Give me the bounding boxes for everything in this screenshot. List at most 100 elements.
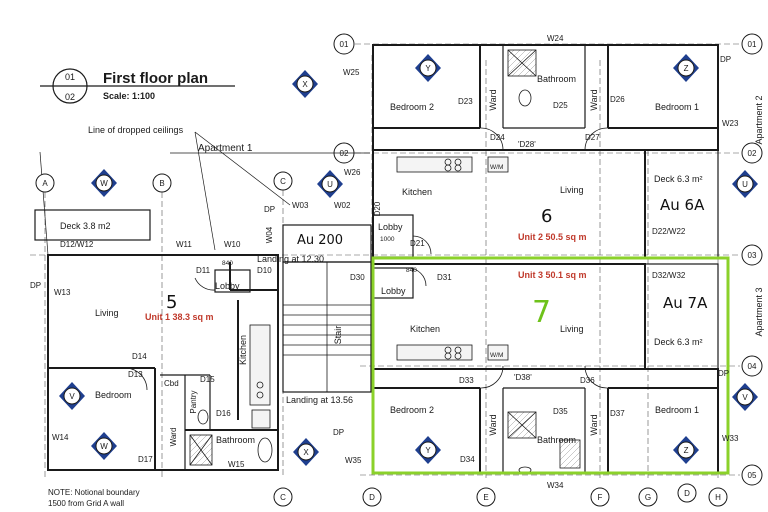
tag-D20: D20	[373, 201, 382, 216]
room-lobby-top: Lobby	[378, 222, 403, 232]
room-cbd: Cbd	[164, 379, 179, 388]
tag-W26: W26	[344, 168, 361, 177]
tag-D34: D34	[460, 455, 475, 464]
tag-W10: W10	[224, 240, 241, 249]
unit-1-area: Unit 1 38.3 sq m	[145, 312, 214, 322]
walls	[34, 44, 719, 474]
room-bedroom-2-top: Bedroom 2	[390, 102, 434, 112]
room-bathroom-top: Bathroom	[537, 74, 576, 84]
tag-D15: D15	[200, 375, 215, 384]
tag-D36: D36	[580, 376, 595, 385]
grid-bubble-A: A	[42, 179, 48, 188]
tag-D22W22: D22/W22	[652, 227, 686, 236]
room-bedroom-2-bottom: Bedroom 2	[390, 405, 434, 415]
grid-bubble-right-02: 02	[748, 149, 757, 158]
room-kitchen-top: Kitchen	[402, 187, 432, 197]
tag-D24: D24	[490, 133, 505, 142]
grid-bubble-D2: D	[684, 489, 690, 498]
landing-bottom: Landing at 13.56	[286, 395, 353, 405]
bathroom-fixtures	[189, 49, 581, 474]
grid-bubble-right-04: 04	[748, 362, 757, 371]
room-bathroom-left: Bathroom	[216, 435, 255, 445]
tag-W25: W25	[343, 68, 360, 77]
title-block: 01 02 First floor plan Scale: 1:100	[40, 68, 235, 104]
tag-W03: W03	[292, 201, 309, 210]
grid-lines	[30, 43, 740, 478]
grid-bubble-right-05: 05	[748, 471, 757, 480]
landing-top: Landing at 12.30	[257, 254, 324, 264]
room-labels: Bedroom 2 Bathroom Ward Ward Bedroom 1 K…	[60, 74, 703, 446]
grid-bubble-B: B	[159, 179, 164, 188]
tag-W24: W24	[547, 34, 564, 43]
stair-label: Stair	[333, 326, 343, 345]
svg-text:Y: Y	[425, 446, 431, 455]
marker-V-right: V	[742, 393, 748, 402]
drawing-title: First floor plan	[103, 70, 208, 87]
grid-bubble-G: G	[645, 493, 651, 502]
tag-D32W32: D32/W32	[652, 271, 686, 280]
tag-DP-4: DP	[333, 428, 344, 437]
room-lobby-left: Lobby	[215, 281, 240, 291]
marker-W-top: W	[100, 179, 108, 188]
marker-X-top: X	[302, 80, 308, 89]
tag-W14: W14	[52, 433, 69, 442]
grid-bubble-left-01: 01	[340, 40, 349, 49]
tag-DP-3: DP	[30, 281, 41, 290]
svg-text:Y: Y	[425, 64, 431, 73]
tag-W33: W33	[722, 434, 739, 443]
room-bedroom-1-top: Bedroom 1	[655, 102, 699, 112]
apartment-3-highlight	[371, 256, 730, 475]
room-ward-bottom-1: Ward	[488, 414, 498, 435]
marker-U-right: U	[742, 180, 748, 189]
unit-2-area: Unit 2 50.5 sq m	[518, 232, 587, 242]
drawing-scale: Scale: 1:100	[103, 91, 155, 101]
grid-bubble-H: H	[715, 493, 721, 502]
grid-bubble-E: E	[483, 493, 488, 502]
room-living-top: Living	[560, 185, 584, 195]
tag-D14: D14	[132, 352, 147, 361]
grid-bubble-right-03: 03	[748, 251, 757, 260]
section-markers: W X U Y Z U V V W X Y Z	[59, 54, 758, 466]
tag-W23: W23	[722, 119, 739, 128]
tag-D12W12: D12/W12	[60, 240, 94, 249]
door-swings	[124, 127, 609, 391]
tag-D27: D27	[585, 133, 600, 142]
marker-U-left: U	[327, 180, 333, 189]
room-ward-top-2: Ward	[589, 89, 599, 110]
tag-W11: W11	[176, 240, 192, 249]
room-deck-left: Deck 3.8 m2	[60, 221, 111, 231]
svg-text:Z: Z	[684, 446, 689, 455]
boundary-note-line1: NOTE: Notional boundary	[48, 488, 140, 497]
room-kitchen-left: Kitchen	[238, 335, 248, 365]
tag-DP-1: DP	[720, 55, 731, 64]
grid-bubble-F: F	[598, 493, 603, 502]
tag-D30: D30	[350, 273, 365, 282]
tag-WM-top: W/M	[490, 164, 503, 171]
title-number-top: 01	[65, 72, 75, 82]
room-bedroom-1-bottom: Bedroom 1	[655, 405, 699, 415]
tag-DP-2: DP	[264, 205, 275, 214]
handwritten-6: 6	[541, 206, 552, 227]
apartment-1-label: Apartment 1	[198, 143, 253, 154]
leader-lines	[39, 131, 291, 256]
tag-WM-bottom: W/M	[490, 352, 503, 359]
kitchen-counters	[249, 156, 509, 429]
room-ward-bottom-2: Ward	[589, 414, 599, 435]
handwritten-au7a: Au 7A	[663, 294, 708, 312]
handwritten-5: 5	[166, 292, 177, 313]
svg-text:V: V	[69, 392, 75, 401]
tag-W15: W15	[228, 460, 245, 469]
room-lobby-right-dim: 840	[406, 267, 417, 274]
room-bathroom-bottom: Bathroom	[537, 435, 576, 445]
svg-text:W: W	[100, 442, 108, 451]
tag-W13: W13	[54, 288, 71, 297]
apartment-2-label: Apartment 2	[754, 95, 764, 144]
room-lobby-left-dim: 840	[222, 260, 233, 267]
title-number-bottom: 02	[65, 92, 75, 102]
tag-W02: W02	[334, 201, 351, 210]
tag-D16: D16	[216, 409, 231, 418]
tag-D28: 'D28'	[518, 140, 536, 149]
room-kitchen-right: Kitchen	[410, 324, 440, 334]
grid-bubble-C-top: C	[280, 177, 286, 186]
room-living-right: Living	[560, 324, 584, 334]
